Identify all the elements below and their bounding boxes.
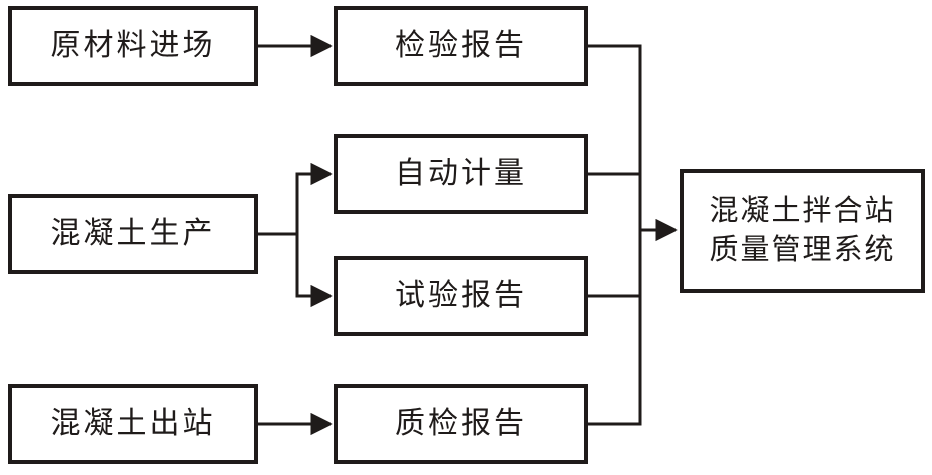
- node-concrete-out-label: 混凝土出站: [50, 406, 216, 440]
- node-test-report-label: 试验报告: [395, 278, 527, 312]
- node-system-label-line2: 质量管理系统: [709, 234, 896, 266]
- node-inspection-report-label: 检验报告: [395, 28, 527, 62]
- node-concrete-out: 混凝土出站: [8, 384, 258, 464]
- node-system: 混凝土拌合站 质量管理系统: [680, 169, 925, 293]
- node-raw-material-label: 原材料进场: [50, 28, 216, 62]
- node-system-label-line1: 混凝土拌合站: [709, 194, 896, 227]
- node-concrete-production-label: 混凝土生产: [50, 216, 216, 250]
- node-raw-material: 原材料进场: [8, 6, 258, 86]
- node-test-report: 试验报告: [334, 256, 588, 336]
- node-concrete-production: 混凝土生产: [8, 194, 258, 274]
- node-auto-metering-label: 自动计量: [395, 156, 527, 190]
- node-auto-metering: 自动计量: [334, 134, 588, 214]
- node-quality-report-label: 质检报告: [395, 406, 527, 440]
- node-quality-report: 质检报告: [334, 384, 588, 464]
- node-inspection-report: 检验报告: [334, 6, 588, 86]
